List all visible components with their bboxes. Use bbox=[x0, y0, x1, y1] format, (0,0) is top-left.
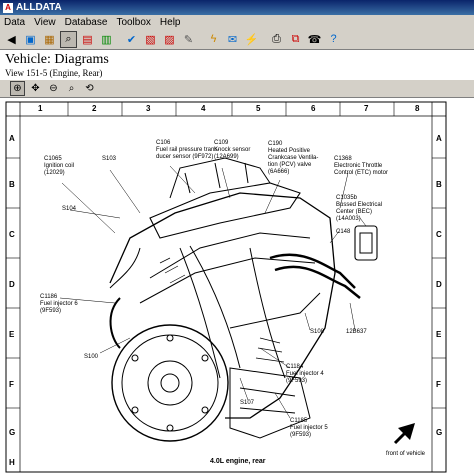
grid-row-b-right: B bbox=[436, 180, 442, 189]
callout-leaders bbox=[59, 165, 367, 419]
diagram-canvas[interactable]: 1 2 3 4 5 6 7 8 A B C D E F G H A B C D … bbox=[0, 98, 474, 474]
engine-diagram bbox=[5, 101, 447, 473]
zoom-region-icon[interactable]: ⌕ bbox=[68, 83, 75, 94]
diagram-frame bbox=[5, 101, 447, 473]
grid-col-8: 8 bbox=[415, 104, 420, 113]
pan-icon[interactable]: ✥ bbox=[31, 83, 40, 94]
grid-col-3: 3 bbox=[146, 104, 151, 113]
grid-row-b: B bbox=[9, 180, 15, 189]
callout-s103: S103 bbox=[102, 156, 117, 162]
zoom-in-icon[interactable]: ⊕ bbox=[10, 81, 25, 96]
pdf-icon[interactable]: ▧ bbox=[145, 33, 156, 46]
grid-row-d: D bbox=[9, 280, 15, 289]
search-icon[interactable]: ⌕ bbox=[60, 30, 77, 48]
callout-12b637: 12B637 bbox=[346, 329, 367, 335]
vehicle-icon[interactable]: ✔ bbox=[126, 33, 137, 46]
book-icon[interactable]: ▥ bbox=[101, 33, 112, 46]
title-bar: A ALLDATA bbox=[0, 0, 474, 15]
main-toolbar: ◀ ▣ ▦ ⌕ ▤ ▥ ✔ ▧ ▨ ✎ ϟ ✉ ⚡ ⎙ ⧉ ☎ ? bbox=[0, 29, 474, 50]
grid-row-e: E bbox=[9, 330, 15, 339]
page-title: Vehicle: Diagrams bbox=[5, 52, 109, 67]
grid-col-7: 7 bbox=[364, 104, 369, 113]
callout-s100: S100 bbox=[84, 354, 99, 360]
window-title: ALLDATA bbox=[16, 2, 62, 13]
page-header: Vehicle: Diagrams View 151-5 (Engine, Re… bbox=[0, 50, 474, 80]
printer-icon[interactable]: ⎙ bbox=[272, 32, 281, 45]
menu-view[interactable]: View bbox=[34, 16, 56, 28]
phone-icon[interactable]: ☎ bbox=[307, 33, 322, 46]
save-icon[interactable]: ▣ bbox=[25, 33, 36, 46]
help-icon[interactable]: ? bbox=[330, 33, 337, 45]
mail-icon[interactable]: ✉ bbox=[227, 33, 238, 46]
grid-row-g: G bbox=[9, 428, 16, 437]
menu-help[interactable]: Help bbox=[159, 16, 181, 28]
callout-s104: S104 bbox=[62, 206, 77, 212]
grid-col-2: 2 bbox=[92, 104, 97, 113]
diagram-toolbar: ⊕ ✥ ⊖ ⌕ ⟲ bbox=[0, 80, 474, 98]
zoom-out-icon[interactable]: ⊖ bbox=[49, 83, 58, 94]
grid-col-4: 4 bbox=[201, 104, 206, 113]
rotate-icon[interactable]: ⟲ bbox=[85, 83, 94, 94]
grid-row-c-right: C bbox=[436, 230, 442, 239]
grid-row-g-right: G bbox=[436, 428, 443, 437]
grid-col-6: 6 bbox=[311, 104, 316, 113]
view-subtitle: View 151-5 (Engine, Rear) bbox=[5, 68, 103, 78]
grid-row-f-right: F bbox=[436, 380, 441, 389]
wiring-icon[interactable]: ⚡ bbox=[244, 33, 259, 46]
grid-row-h: H bbox=[9, 458, 15, 467]
alldata-logo-icon: A bbox=[3, 2, 13, 13]
grid-row-a-right: A bbox=[436, 134, 442, 143]
diagram-caption: 4.0L engine, rear bbox=[210, 458, 266, 465]
menu-data[interactable]: Data bbox=[4, 16, 26, 28]
menu-database[interactable]: Database bbox=[64, 16, 108, 28]
grid-row-c: C bbox=[9, 230, 15, 239]
grid-col-1: 1 bbox=[38, 104, 43, 113]
back-icon[interactable]: ◀ bbox=[7, 33, 16, 46]
open-icon[interactable]: ▨ bbox=[164, 33, 175, 46]
grid-col-5: 5 bbox=[256, 104, 261, 113]
engine-illustration bbox=[109, 157, 378, 442]
copy-icon[interactable]: ⧉ bbox=[291, 32, 300, 45]
grid-row-d-right: D bbox=[436, 280, 442, 289]
front-of-vehicle-label: front of vehicle bbox=[386, 451, 426, 457]
lightning-icon[interactable]: ϟ bbox=[210, 33, 217, 45]
grid-row-a: A bbox=[9, 134, 15, 143]
callout-c148: C148 bbox=[336, 229, 351, 235]
print-icon[interactable]: ▦ bbox=[44, 33, 55, 46]
bookmark-icon[interactable]: ▤ bbox=[82, 33, 93, 46]
front-arrow-icon bbox=[393, 423, 415, 445]
menu-toolbox[interactable]: Toolbox bbox=[116, 16, 151, 28]
menu-bar: Data View Database Toolbox Help bbox=[0, 15, 474, 29]
grid-row-e-right: E bbox=[436, 330, 442, 339]
grid-row-f: F bbox=[9, 380, 14, 389]
callout-s107: S107 bbox=[240, 400, 255, 406]
callout-s108: S108 bbox=[310, 329, 325, 335]
repair-icon[interactable]: ✎ bbox=[183, 33, 194, 46]
